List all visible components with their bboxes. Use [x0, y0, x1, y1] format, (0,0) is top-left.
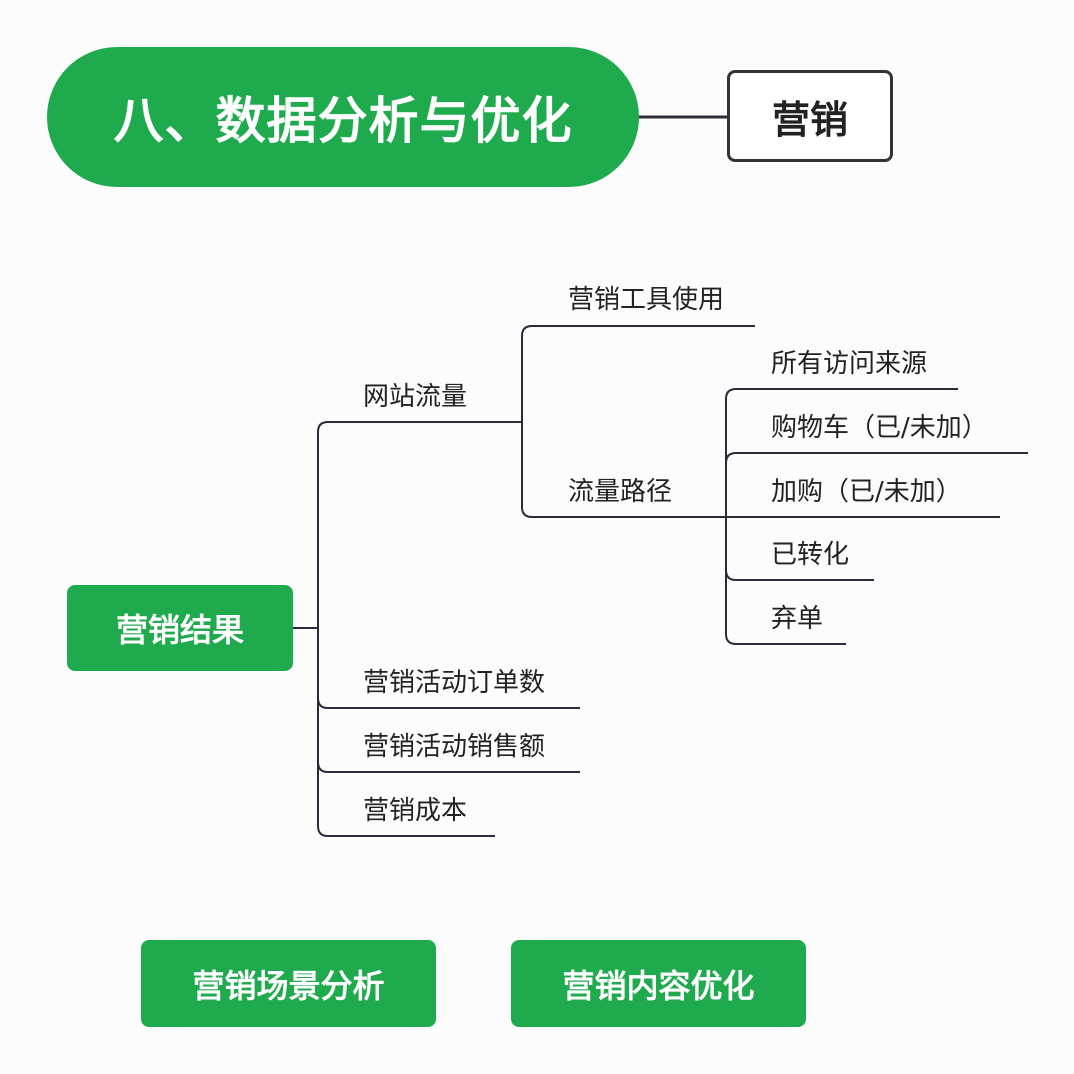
- connector-campaign-orders: [317, 697, 580, 709]
- connector-all-sources: [725, 388, 958, 400]
- content-optimization-box: 营销内容优化: [511, 940, 806, 1027]
- marketing-tag: 营销: [727, 70, 893, 162]
- scene-analysis-box: 营销场景分析: [141, 940, 436, 1027]
- node-marketing-tool-usage: 营销工具使用: [568, 285, 725, 315]
- node-website-traffic: 网站流量: [363, 382, 468, 412]
- connector-cart: [725, 452, 1028, 464]
- connector-converted: [725, 569, 874, 581]
- connector-campaign-sales: [317, 761, 580, 773]
- connector-level2-trunk: [521, 336, 726, 518]
- root-node-marketing-results: 营销结果: [67, 585, 293, 671]
- node-abandoned: 弃单: [771, 604, 824, 634]
- page-title: 八、数据分析与优化: [47, 47, 639, 187]
- node-campaign-sales: 营销活动销售额: [363, 732, 546, 762]
- connector-website-traffic: [317, 421, 522, 433]
- connector-tool-usage: [521, 325, 755, 337]
- connector-level3-trunk: [725, 399, 846, 645]
- connector-level1-trunk: [317, 432, 495, 837]
- node-campaign-orders: 营销活动订单数: [363, 668, 546, 698]
- node-converted: 已转化: [771, 540, 850, 570]
- node-cart: 购物车（已/未加）: [771, 413, 988, 443]
- node-add-purchase: 加购（已/未加）: [771, 477, 962, 507]
- node-marketing-cost: 营销成本: [363, 796, 468, 826]
- node-all-sources: 所有访问来源: [771, 349, 928, 379]
- node-traffic-path: 流量路径: [568, 477, 673, 507]
